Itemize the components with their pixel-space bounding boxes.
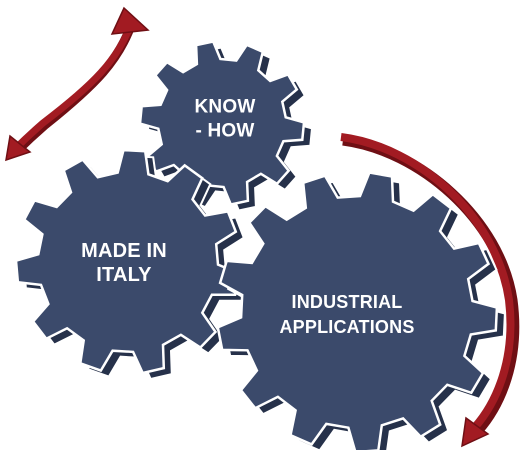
cycle-arrow-right xyxy=(340,133,520,448)
gear-know-how-label: KNOW - HOW xyxy=(195,97,256,142)
cycle-arrow-left xyxy=(5,6,150,162)
gear-label-line: - HOW xyxy=(195,121,254,142)
gear-label-line: MADE IN xyxy=(81,240,167,262)
gear-industrial-applications-face xyxy=(216,171,499,450)
gear-label-line: INDUSTRIAL xyxy=(292,292,403,312)
gear-label-line: ITALY xyxy=(96,264,152,286)
gear-know-how: KNOW - HOW xyxy=(138,40,314,212)
gear-industrial-applications: INDUSTRIAL APPLICATIONS xyxy=(216,171,506,450)
gear-label-line: KNOW xyxy=(195,97,256,118)
arrowhead-down-icon xyxy=(461,416,490,448)
arrowhead-left-icon xyxy=(5,134,32,162)
arrowhead-up-icon xyxy=(110,6,150,35)
gear-industrial-applications-label: INDUSTRIAL APPLICATIONS xyxy=(279,292,414,337)
gear-made-in-italy-face xyxy=(14,148,241,375)
gear-label-line: APPLICATIONS xyxy=(279,317,414,337)
gear-know-how-face xyxy=(138,40,306,206)
